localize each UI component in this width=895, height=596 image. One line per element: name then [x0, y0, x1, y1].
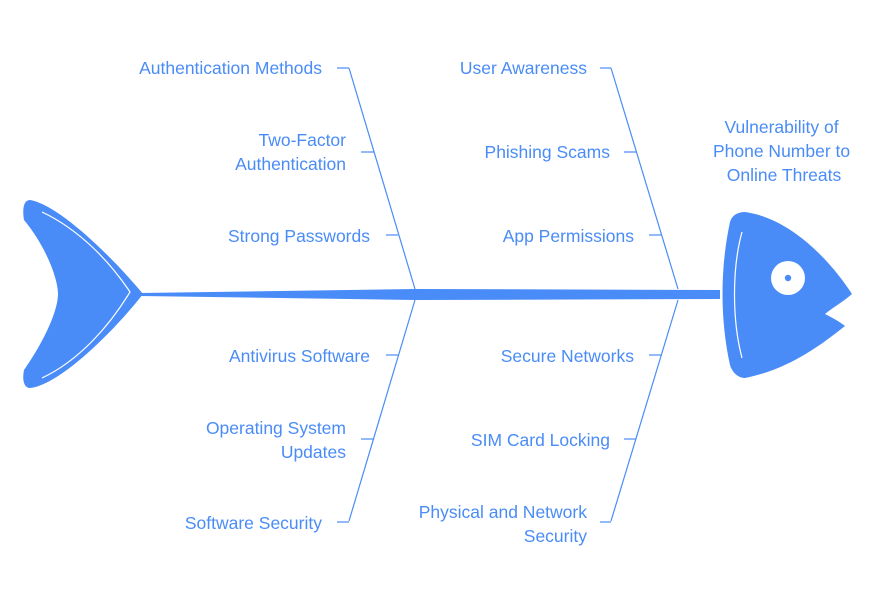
- cause-label: Software Security: [185, 513, 322, 533]
- cause-label: Strong Passwords: [228, 226, 370, 246]
- cause-label-line: Security: [524, 526, 587, 546]
- cause-label: Authentication Methods: [139, 58, 322, 78]
- fish-head: [722, 212, 852, 378]
- cause-label-line: Antivirus Software: [229, 346, 370, 366]
- cause-label-line: Authentication: [235, 154, 346, 174]
- cause-label-line: Secure Networks: [501, 346, 634, 366]
- cause-label: Secure Networks: [501, 346, 634, 366]
- head-label-line-1: Vulnerability of: [724, 117, 838, 137]
- head-label-line-3: Online Threats: [727, 165, 842, 185]
- bone-lower-left: [348, 299, 416, 522]
- head-label-line-2: Phone Number to: [713, 141, 850, 161]
- cause-label-line: App Permissions: [503, 226, 635, 246]
- cause-label-line: Two-Factor: [258, 130, 346, 150]
- cause-label-line: User Awareness: [460, 58, 587, 78]
- fish-tail: [23, 200, 143, 388]
- head-shape: [722, 212, 852, 378]
- cause-label: Antivirus Software: [229, 346, 370, 366]
- fish-spine: [140, 289, 720, 300]
- bone-upper-left: [348, 67, 416, 290]
- head-label: Vulnerability of Phone Number to Online …: [713, 117, 855, 185]
- cause-label-line: Strong Passwords: [228, 226, 370, 246]
- cause-label-line: SIM Card Locking: [471, 430, 610, 450]
- tail-shape: [23, 200, 143, 388]
- causes-lower-right: Secure Networks SIM Card Locking Physica…: [419, 346, 635, 546]
- cause-label: User Awareness: [460, 58, 587, 78]
- cause-label-line: Authentication Methods: [139, 58, 322, 78]
- bone-upper-right: [610, 67, 679, 290]
- cause-label-line: Operating System: [206, 418, 346, 438]
- bone-lower-right: [610, 299, 679, 522]
- cause-label-line: Physical and Network: [419, 502, 588, 522]
- cause-label: App Permissions: [503, 226, 635, 246]
- cause-label-line: Software Security: [185, 513, 322, 533]
- cause-label: Phishing Scams: [485, 142, 611, 162]
- cause-label: SIM Card Locking: [471, 430, 610, 450]
- head-gill-line: [733, 231, 743, 359]
- causes-upper-right: User Awareness Phishing Scams App Permis…: [460, 58, 634, 246]
- cause-label-line: Phishing Scams: [485, 142, 611, 162]
- pupil-icon: [784, 274, 792, 282]
- tail-highlight: [41, 211, 131, 379]
- cause-label-line: Updates: [281, 442, 346, 462]
